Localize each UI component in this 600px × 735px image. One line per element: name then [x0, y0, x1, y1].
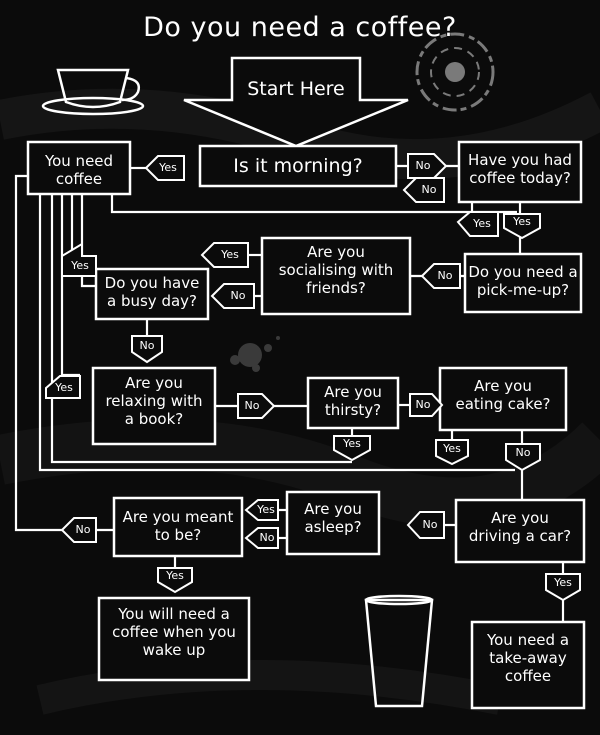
label-thirsty-yes: Yes — [343, 437, 361, 450]
tag-relaxing-no — [237, 393, 276, 419]
node-had-coffee: Have you had coffee today? — [468, 151, 572, 187]
node-driving: Are you driving a car? — [468, 509, 572, 545]
tag-thirsty-yes — [333, 435, 371, 462]
box-meant-to-be — [112, 496, 244, 558]
label-meant-yes: Yes — [166, 569, 184, 582]
label-relaxing-no: No — [244, 399, 260, 412]
label-busy-day-yes: Yes — [71, 259, 89, 272]
tag-had-coffee-yes-left — [456, 211, 499, 237]
connector-lines — [14, 164, 565, 622]
tag-asleep-no — [244, 527, 279, 549]
tag-pick-me-up-no — [420, 263, 461, 289]
label-thirsty-no: No — [415, 398, 431, 411]
node-need-coffee: You need coffee — [44, 152, 114, 188]
node-thirsty: Are you thirsty? — [324, 383, 382, 419]
label-busy-day-no: No — [139, 339, 155, 352]
node-socialising: Are you socialising with friends? — [278, 243, 394, 297]
box-morning — [198, 144, 398, 188]
box-need-coffee — [26, 140, 132, 196]
node-pick-me-up: Do you need a pick-me-up? — [468, 263, 578, 299]
node-eating-cake: Are you eating cake? — [455, 377, 551, 413]
tag-had-coffee-no — [402, 177, 445, 203]
start-arrow-shape — [183, 56, 409, 148]
label-morning-no: No — [415, 159, 431, 172]
label-pick-me-up-no: No — [437, 269, 453, 282]
label-asleep-no: No — [259, 531, 275, 544]
tag-busy-day-no — [131, 335, 163, 364]
tag-driving-no — [406, 511, 445, 539]
tag-meant-yes — [157, 567, 193, 594]
label-driving-yes: Yes — [554, 576, 572, 589]
tag-meant-no — [60, 517, 97, 543]
label-had-coffee-yes-left: Yes — [473, 217, 491, 230]
page-title: Do you need a coffee? — [143, 12, 457, 43]
glass-icon — [364, 594, 434, 708]
box-takeaway — [470, 620, 586, 710]
tag-asleep-yes — [244, 499, 279, 521]
box-relaxing — [91, 366, 217, 446]
tag-busy-day-yes — [61, 242, 97, 277]
tag-driving-yes — [545, 573, 581, 602]
label-had-coffee-no: No — [421, 183, 437, 196]
start-label: Start Here — [247, 78, 345, 100]
label-eating-cake-yes: Yes — [443, 442, 461, 455]
box-pick-me-up — [463, 252, 583, 314]
tag-socialising-no — [210, 283, 255, 309]
box-thirsty — [306, 376, 400, 430]
tag-thirsty-no — [409, 393, 444, 417]
tag-eating-cake-no — [505, 443, 541, 472]
label-had-coffee-yes-down: Yes — [513, 215, 531, 228]
coffee-cup-icon — [41, 68, 145, 116]
node-need-later: You will need a coffee when you wake up — [112, 605, 236, 659]
node-meant-to-be: Are you meant to be? — [122, 508, 234, 544]
label-asleep-yes: Yes — [257, 503, 275, 516]
tag-had-coffee-yes-down — [503, 213, 541, 240]
tag-socialising-yes — [200, 242, 249, 268]
label-socialising-no: No — [230, 289, 246, 302]
box-asleep — [285, 490, 381, 556]
label-relaxing-yes: Yes — [55, 381, 73, 394]
label-meant-no: No — [75, 523, 91, 536]
node-morning: Is it morning? — [233, 155, 363, 177]
tag-morning-no — [407, 153, 448, 179]
node-relaxing: Are you relaxing with a book? — [105, 374, 203, 428]
node-asleep: Are you asleep? — [304, 500, 362, 536]
label-eating-cake-no: No — [515, 446, 531, 459]
ink-splatter-icon — [230, 336, 280, 372]
tag-eating-cake-yes — [435, 439, 469, 466]
tag-morning-yes — [144, 155, 185, 181]
label-morning-yes: Yes — [159, 161, 177, 174]
box-driving — [454, 498, 586, 564]
node-takeaway: You need a take-away coffee — [486, 631, 570, 685]
box-need-later — [97, 596, 251, 682]
label-driving-no: No — [422, 518, 438, 531]
coffee-ring-stain-icon — [415, 32, 495, 112]
box-socialising — [260, 236, 412, 316]
label-socialising-yes: Yes — [221, 248, 239, 261]
box-eating-cake — [438, 366, 568, 432]
node-busy-day: Do you have a busy day? — [104, 274, 200, 310]
box-busy-day — [94, 267, 210, 321]
tag-relaxing-yes — [45, 375, 81, 399]
